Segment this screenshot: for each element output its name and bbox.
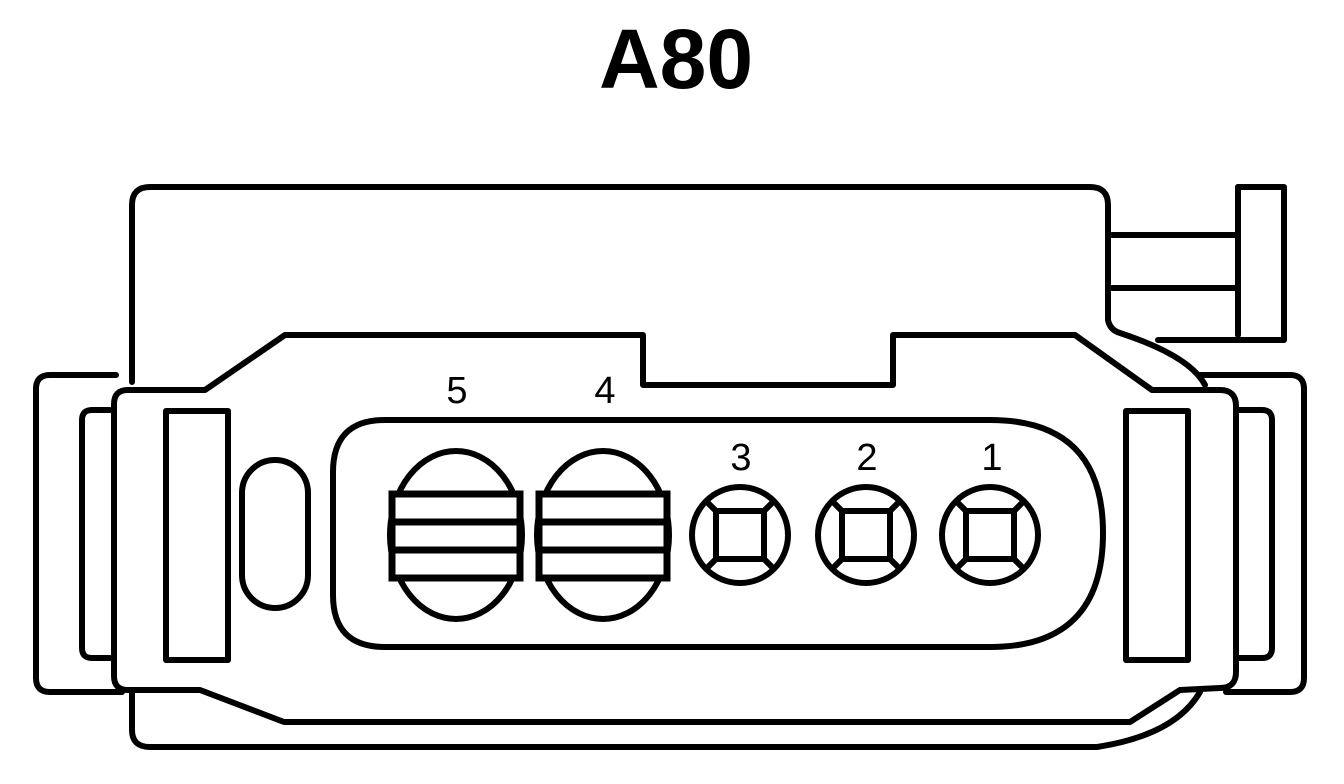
right-side-clip-outer xyxy=(1197,372,1307,695)
connector-title: A80 xyxy=(599,12,753,106)
right-locking-rib xyxy=(1123,408,1191,663)
pin-cavity-area xyxy=(330,417,1106,650)
left-side-clip-outer xyxy=(33,372,125,695)
polarization-key xyxy=(239,457,311,611)
pin-label-3: 3 xyxy=(730,437,751,479)
pin-label-2: 2 xyxy=(856,437,877,479)
pin-1-terminal xyxy=(939,484,1041,586)
rear-housing-outline xyxy=(129,184,1208,388)
right-side-clip-inner xyxy=(1235,407,1275,661)
pin-5-terminal xyxy=(387,448,525,622)
locking-latch xyxy=(1109,184,1287,343)
pin-3-terminal xyxy=(689,484,791,586)
rear-housing-bottom xyxy=(129,689,1203,750)
pin-4-terminal xyxy=(534,448,672,622)
pin-label-5: 5 xyxy=(446,370,467,412)
connector-front-body xyxy=(111,332,1239,725)
pin-label-4: 4 xyxy=(594,370,615,412)
left-locking-rib xyxy=(163,408,231,663)
left-side-clip-inner xyxy=(79,407,113,661)
pin-2-terminal xyxy=(815,484,917,586)
pin-label-1: 1 xyxy=(981,437,1002,479)
